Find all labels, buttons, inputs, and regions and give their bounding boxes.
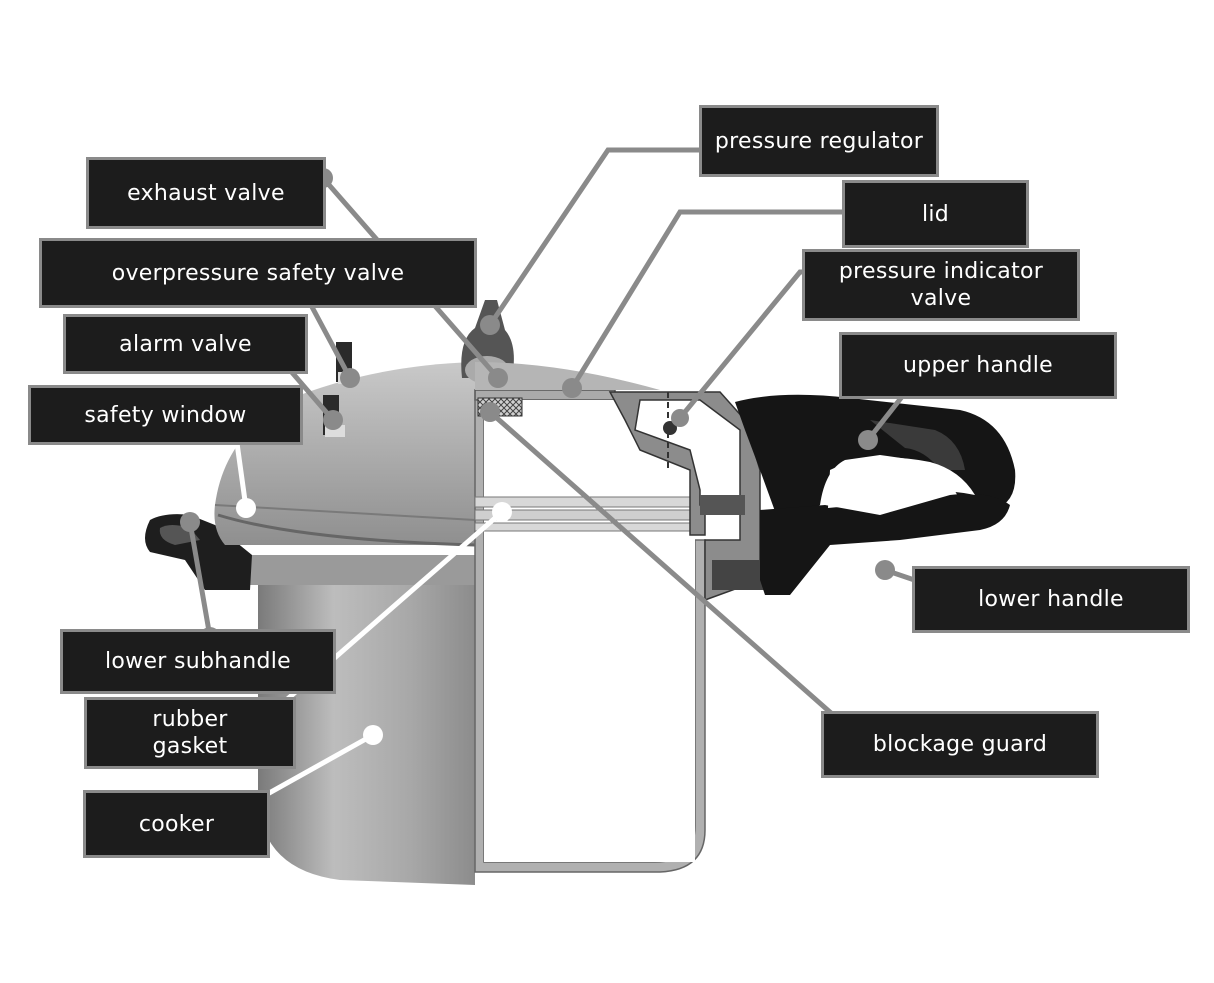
label-rubber-gasket: rubber gasket [84,697,296,769]
label-pressure-regulator: pressure regulator [699,105,939,177]
label-text: upper handle [902,353,1054,378]
handles [735,394,1016,595]
label-alarm-valve: alarm valve [63,314,308,374]
label-lower-handle: lower handle [912,566,1190,633]
label-upper-handle: upper handle [839,332,1117,399]
label-text: alarm valve [119,331,252,357]
label-text: safety window [84,402,247,428]
label-cooker: cooker [83,790,270,858]
label-safety-window: safety window [28,385,303,445]
label-text: overpressure safety valve [111,260,405,286]
label-text: rubber gasket [152,707,228,759]
label-text: exhaust valve [127,180,285,206]
label-blockage-guard: blockage guard [821,711,1099,778]
label-text: lower handle [978,587,1124,612]
label-pressure-indicator-valve: pressure indicator valve [802,249,1080,321]
label-exhaust-valve: exhaust valve [86,157,326,229]
label-text: pressure indicator valve [838,259,1044,311]
label-overpressure-safety-valve: overpressure safety valve [39,238,477,308]
label-text: lower subhandle [105,649,291,674]
label-text: blockage guard [872,732,1048,757]
label-text: cooker [138,811,215,837]
cutaway-section [474,362,767,873]
label-text: pressure regulator [714,128,924,154]
label-lower-subhandle: lower subhandle [60,629,336,694]
label-lid: lid [842,180,1029,248]
label-text: lid [921,201,950,227]
